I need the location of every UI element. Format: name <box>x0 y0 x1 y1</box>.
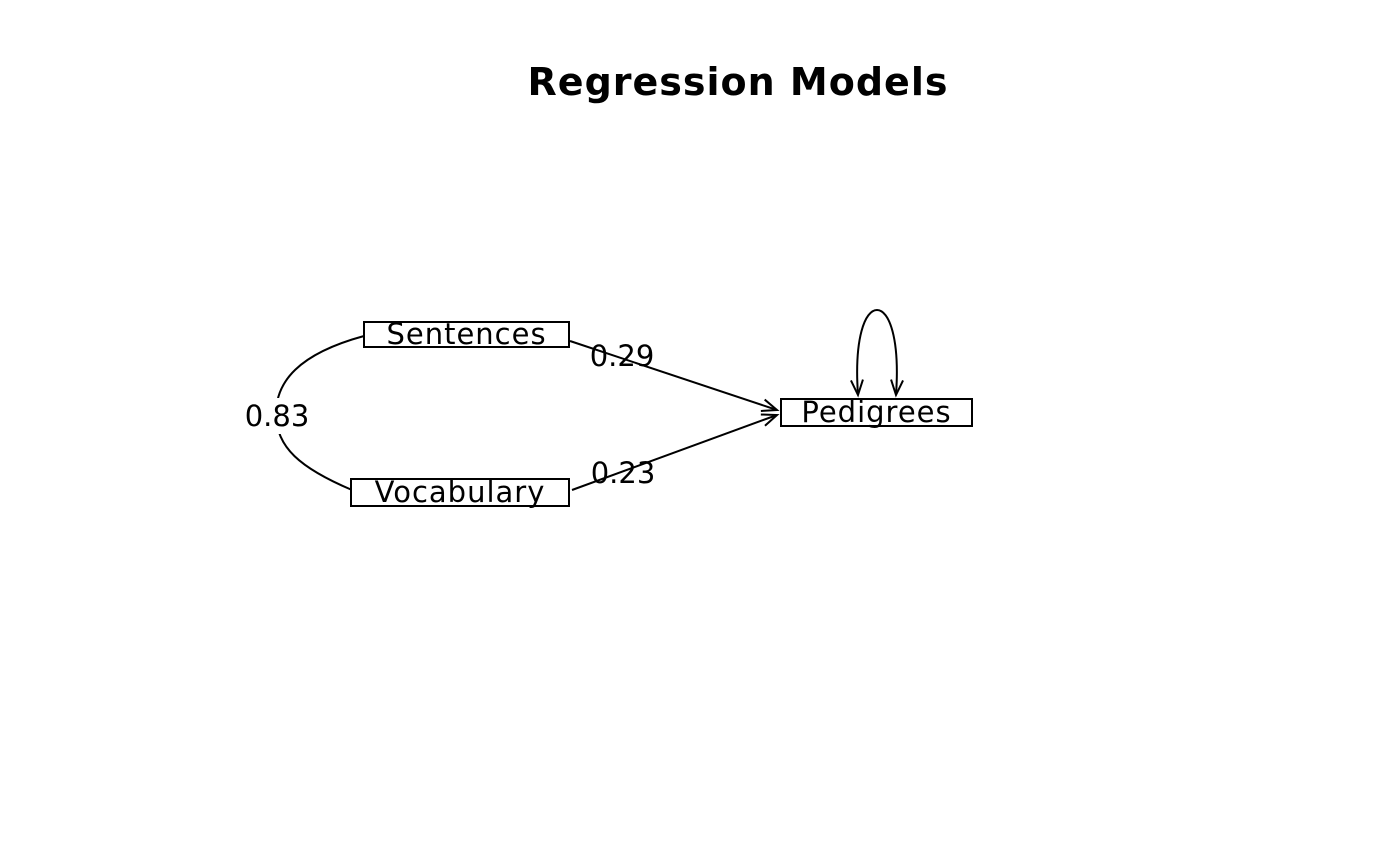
path-sentences-to-pedigrees <box>569 340 780 412</box>
edge-label-sentences-pedigrees: 0.29 <box>589 339 655 373</box>
edge-label-vocabulary-pedigrees: 0.23 <box>590 456 656 490</box>
path-vocabulary-to-pedigrees <box>571 413 780 491</box>
node-pedigrees: Pedigrees <box>780 398 973 427</box>
node-vocabulary: Vocabulary <box>350 478 570 507</box>
node-sentences: Sentences <box>363 320 570 349</box>
diagram-title: Regression Models <box>527 60 949 104</box>
edge-label-sentences-vocabulary: 0.83 <box>241 398 313 434</box>
variance-loop-pedigrees <box>850 308 904 398</box>
